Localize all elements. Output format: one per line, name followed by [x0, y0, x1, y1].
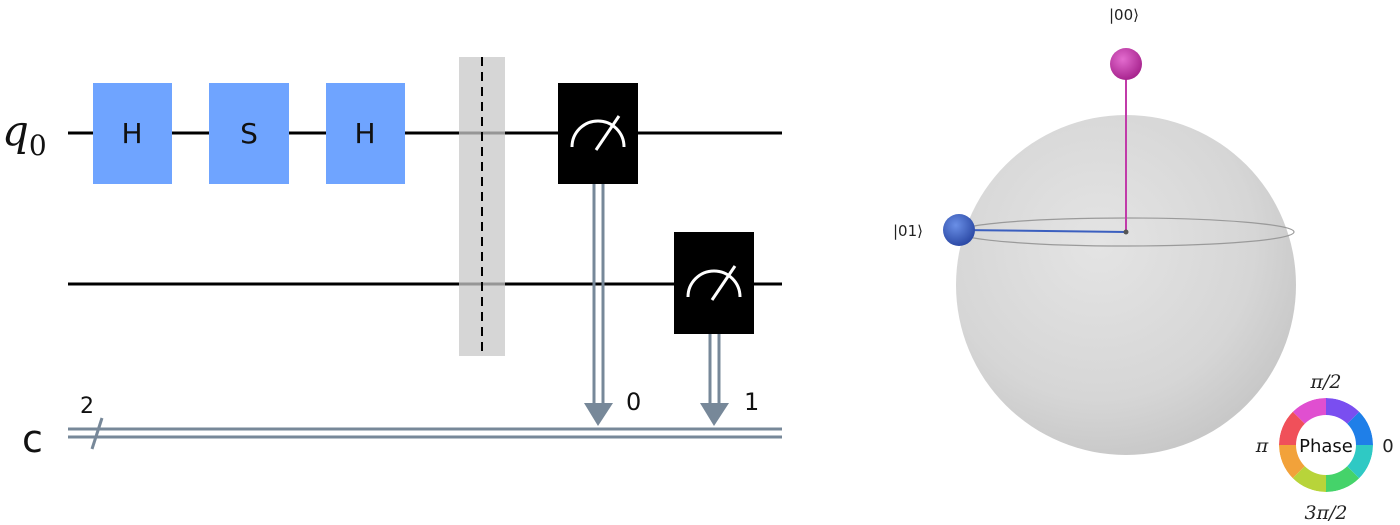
phase-label-right: 0	[1382, 436, 1393, 457]
state-label-00: |00⟩	[1109, 6, 1139, 24]
measure-gate-1-box	[674, 232, 754, 334]
gate-h-2-label: H	[354, 117, 375, 150]
qsphere-center-dot	[1123, 229, 1129, 235]
meter-arc-icon	[570, 119, 626, 148]
phase-label-top: π/2	[1310, 371, 1342, 393]
gate-h-2[interactable]	[326, 83, 405, 184]
classical-bus-width: 2	[80, 394, 94, 419]
measure-gate-1[interactable]	[674, 232, 754, 334]
meter-needle-icon	[594, 115, 621, 151]
phase-wheel-center-label: Phase	[1299, 436, 1353, 457]
measure-0-target-bit: 0	[626, 388, 641, 416]
gate-h-1[interactable]	[93, 83, 172, 184]
phase-label-bottom: 3π/2	[1304, 502, 1347, 524]
qubit-label-main: q	[2, 106, 29, 155]
state-point-00[interactable]	[1110, 48, 1142, 80]
classical-bus-slash	[90, 417, 104, 450]
barrier	[459, 57, 505, 356]
measure-0-arrow-head	[584, 403, 613, 426]
qubit-label: q0	[2, 106, 47, 162]
state-label-01: |01⟩	[893, 222, 923, 240]
classical-register-label: c	[22, 417, 43, 461]
measure-gate-0[interactable]	[558, 83, 638, 184]
state-point-01[interactable]	[943, 214, 975, 246]
measure-1-arrow-head	[700, 403, 729, 426]
quantum-circuit: q0 c 2 H S H 0 1	[2, 57, 782, 461]
state-vector-01	[959, 229, 1127, 233]
phase-label-left: π	[1255, 435, 1269, 457]
gate-h-1-label: H	[121, 117, 142, 150]
measure-1-target-bit: 1	[744, 388, 759, 416]
gate-s[interactable]	[209, 83, 289, 184]
qubit-label-subscript: 0	[29, 129, 47, 162]
qsphere-ball	[956, 115, 1296, 455]
meter-needle-icon	[710, 265, 737, 301]
gate-s-label: S	[240, 117, 258, 150]
meter-arc-icon	[686, 269, 742, 298]
measure-gate-0-box	[558, 83, 638, 184]
phase-wheel: Phase π/2 π 0 3π/2	[1255, 371, 1394, 524]
qsphere: |00⟩ |01⟩	[893, 6, 1296, 455]
